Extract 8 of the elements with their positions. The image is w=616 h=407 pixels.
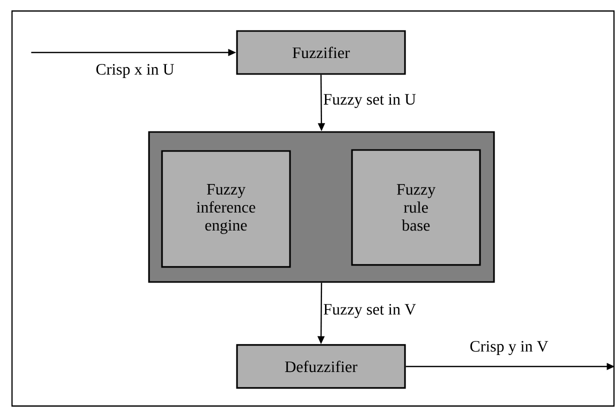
edge-label: Fuzzy set in U (324, 94, 416, 108)
edge-label: Crisp y in V (470, 340, 548, 355)
process-box: Fuzzifier (236, 30, 406, 75)
edge-label: Crisp x in U (96, 64, 174, 78)
edge-label: Fuzzy set in V (324, 304, 416, 318)
process-box: Fuzzy inference engine (161, 150, 291, 268)
process-box: Defuzzifier (236, 344, 406, 389)
process-box: Fuzzy rule base (351, 149, 481, 266)
